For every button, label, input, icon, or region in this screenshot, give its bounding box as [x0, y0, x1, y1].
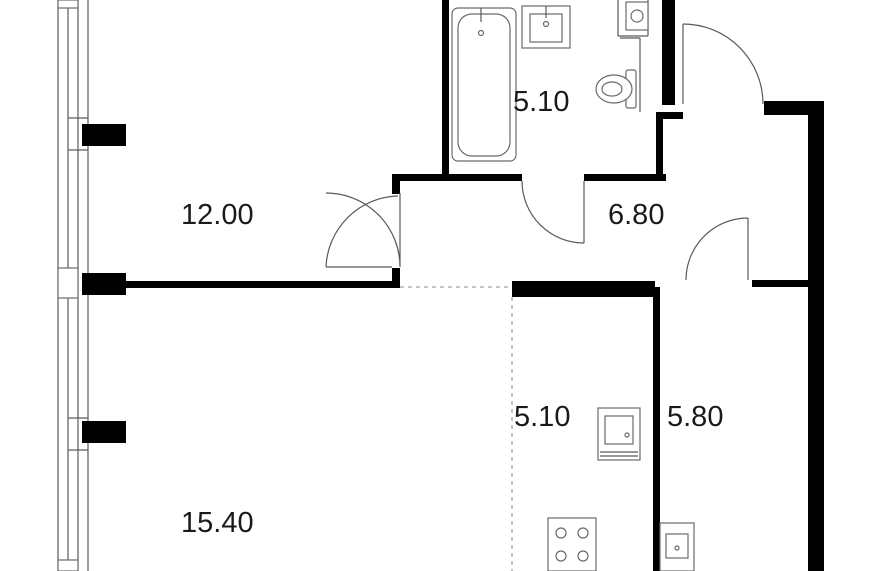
interior-walls [126, 0, 824, 571]
room-area-living: 15.40 [181, 507, 254, 539]
room-area-corridor: 5.80 [667, 401, 723, 433]
water-heater [625, 1, 649, 31]
toilet [595, 69, 637, 109]
kitchen-sink [597, 407, 641, 461]
bathtub [451, 7, 517, 162]
stove [547, 517, 597, 571]
doors [325, 23, 764, 571]
room-area-hall: 6.80 [608, 199, 664, 231]
exterior-window-wall [57, 0, 126, 571]
room-area-kitchen: 5.10 [514, 401, 570, 433]
corridor-sink [659, 522, 695, 571]
washbasin [521, 5, 571, 49]
room-area-bath: 5.10 [513, 86, 569, 118]
room-area-bedroom: 12.00 [181, 199, 254, 231]
